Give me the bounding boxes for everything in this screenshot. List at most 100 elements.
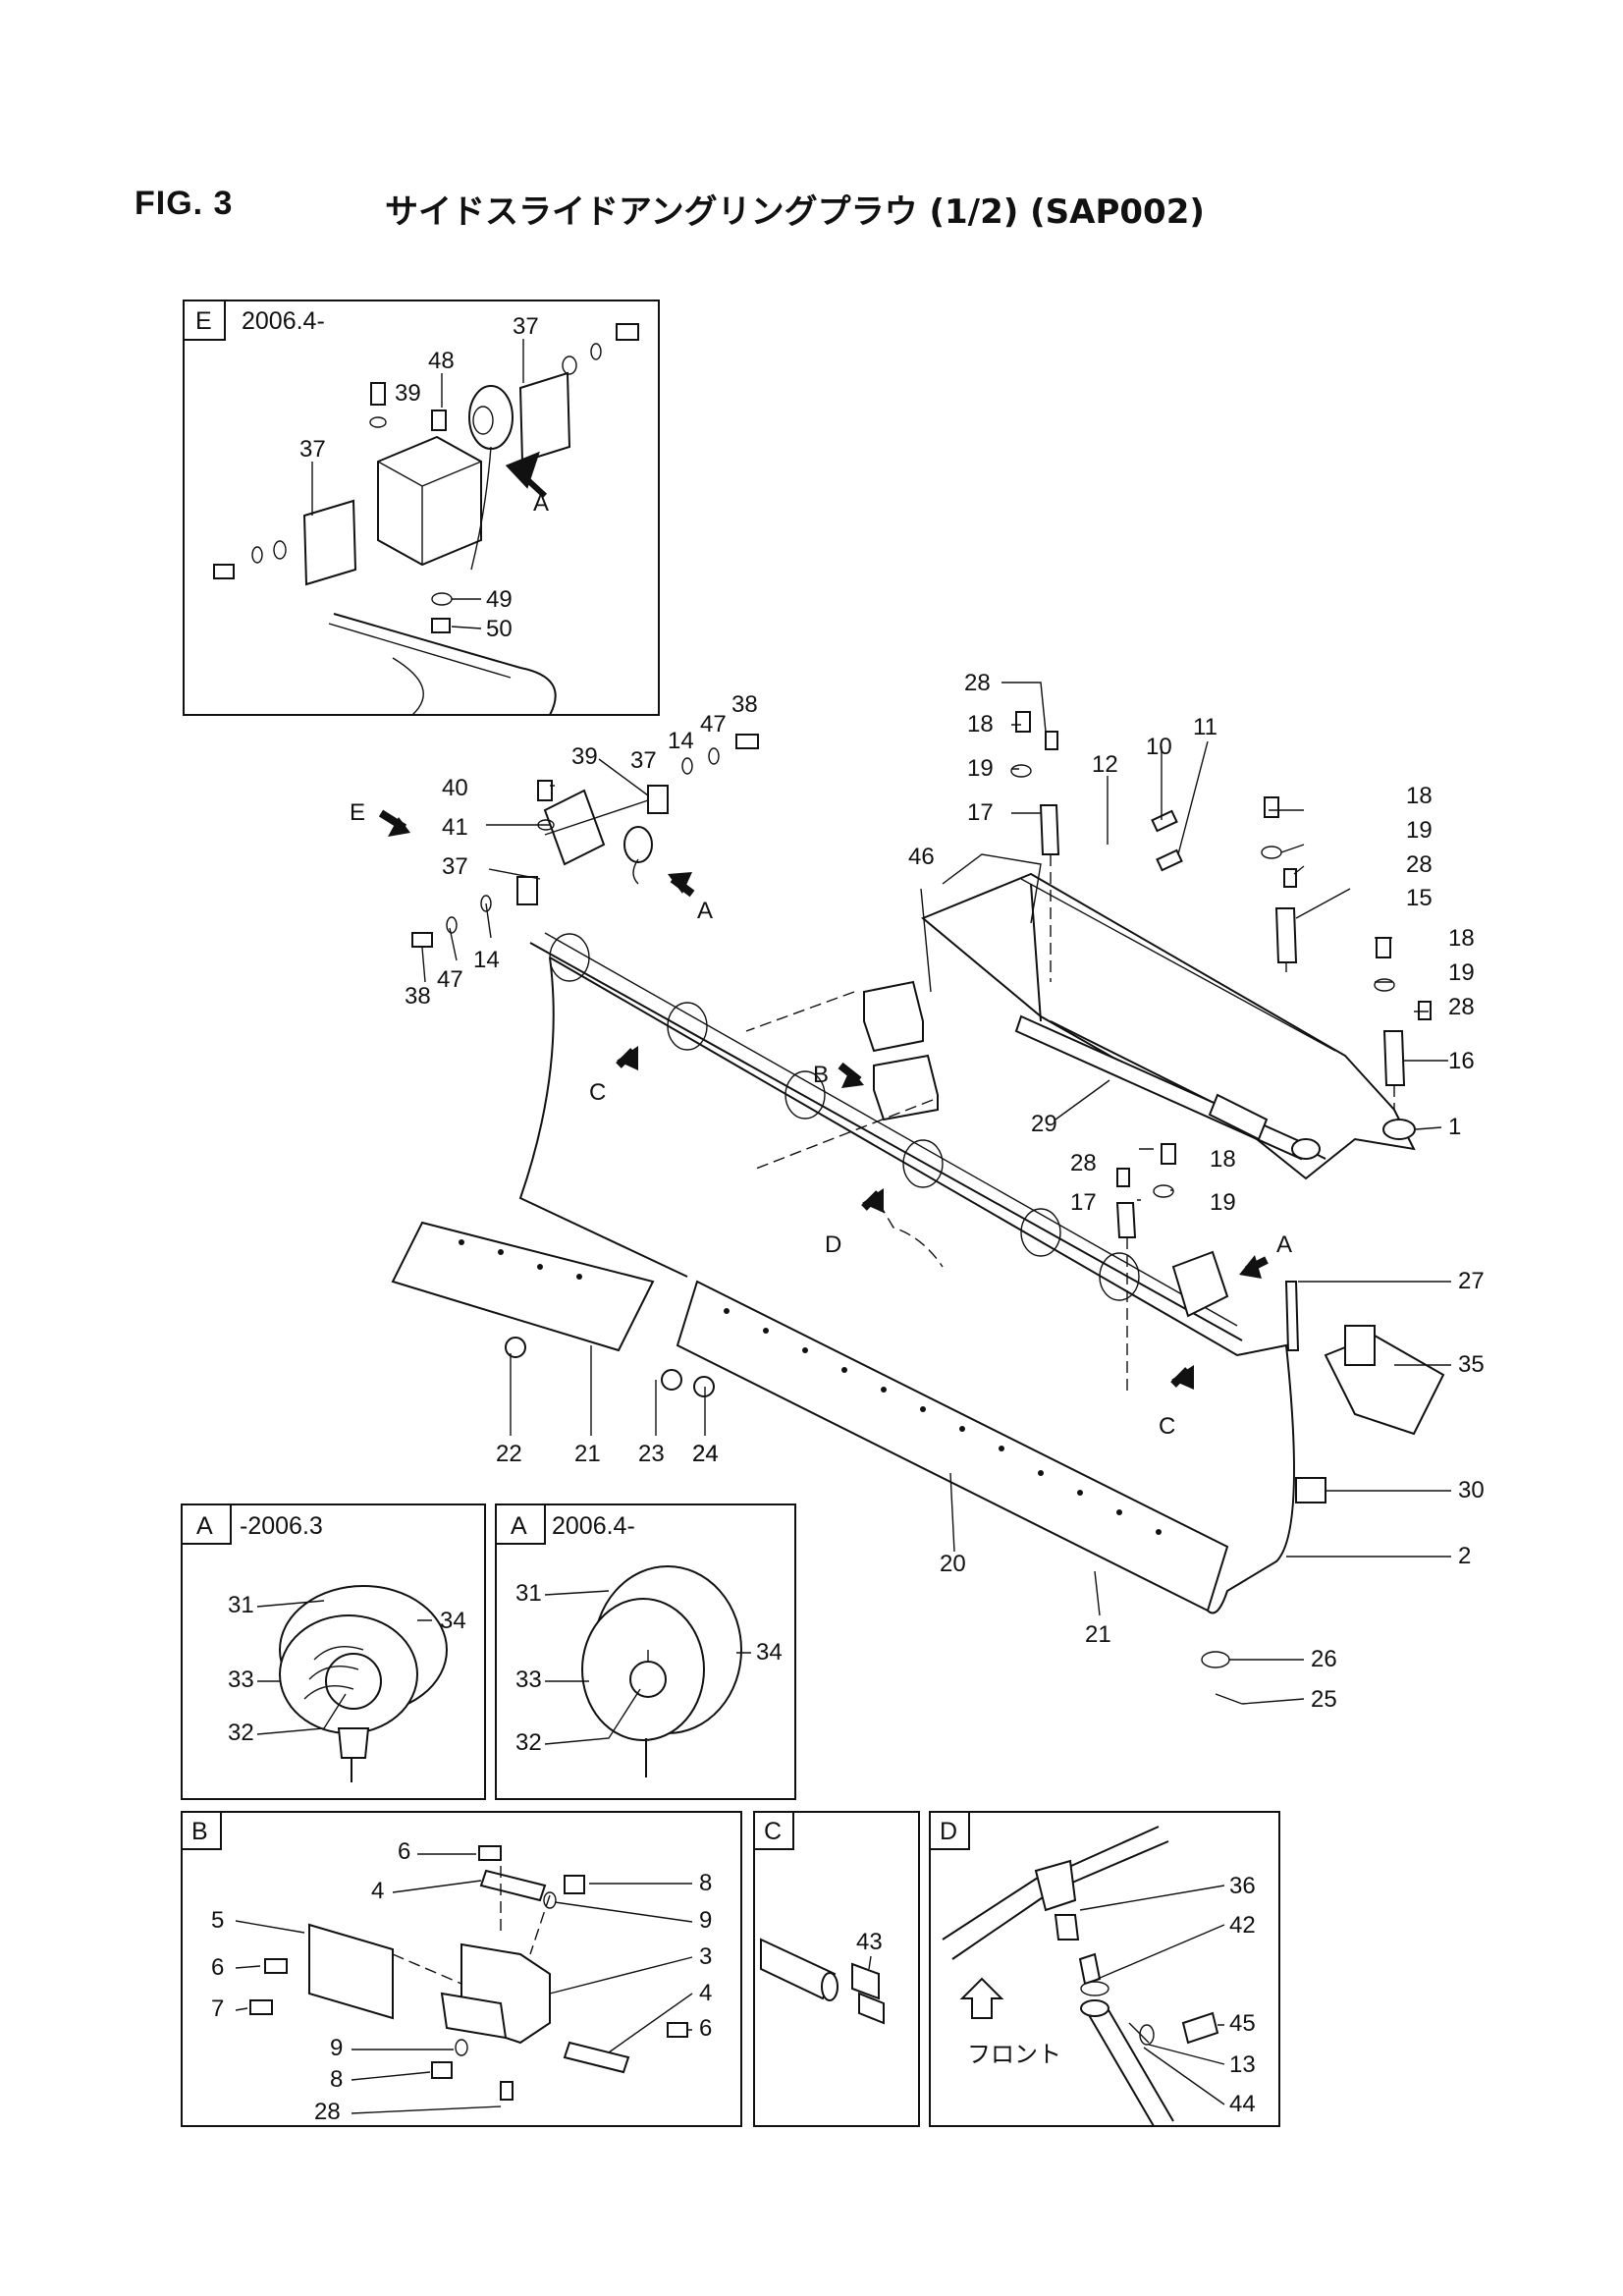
svg-text:40: 40 bbox=[442, 775, 468, 801]
guide-46 bbox=[863, 980, 924, 1053]
pipe bbox=[760, 1938, 837, 2000]
page-header: FIG. 3 サイドスライドアングリングプラウ (1/2) (SAP002) bbox=[0, 185, 1623, 234]
fitting-36 bbox=[1078, 1952, 1102, 1986]
callouts-main: 28 18 19 17 12 10 11 46 18 19 28 15 18 1… bbox=[405, 670, 1485, 1713]
inset-a-old-frame bbox=[181, 1503, 486, 1800]
svg-text:36: 36 bbox=[1229, 1873, 1256, 1899]
strip-4 bbox=[479, 1869, 547, 1902]
inset-e-tag: E bbox=[195, 307, 212, 335]
inset-a-old-date: -2006.3 bbox=[240, 1512, 323, 1540]
svg-text:6: 6 bbox=[699, 2015, 712, 2042]
view-arrow-c: C bbox=[589, 1079, 606, 1106]
inset-d: D フロント 36 42 45 13 44 bbox=[929, 1811, 1280, 2127]
bolt-icon bbox=[616, 323, 639, 341]
svg-text:15: 15 bbox=[1406, 885, 1433, 911]
svg-text:28: 28 bbox=[1070, 1150, 1097, 1176]
svg-text:38: 38 bbox=[405, 983, 431, 1010]
pin-27 bbox=[1284, 1281, 1300, 1351]
bolt-icon bbox=[213, 564, 235, 579]
svg-text:4: 4 bbox=[699, 1980, 712, 2006]
svg-text:8: 8 bbox=[330, 2066, 343, 2093]
svg-text:37: 37 bbox=[630, 747, 657, 774]
svg-text:19: 19 bbox=[967, 755, 994, 782]
callout-49: 49 bbox=[486, 586, 513, 613]
svg-text:43: 43 bbox=[856, 1929, 883, 1955]
inset-b-frame bbox=[181, 1811, 742, 2127]
inset-d-tag: D bbox=[940, 1818, 957, 1845]
svg-text:19: 19 bbox=[1210, 1189, 1236, 1216]
inset-e-blade bbox=[333, 613, 557, 716]
angling-frame bbox=[921, 872, 1416, 1180]
grease-nipple-43 bbox=[858, 1992, 885, 2025]
mount-bracket-35 bbox=[1324, 1334, 1445, 1436]
figure-title: サイドスライドアングリングプラウ (1/2) (SAP002) bbox=[385, 192, 1205, 232]
cutting-edge-21 bbox=[391, 1221, 655, 1352]
svg-text:33: 33 bbox=[228, 1667, 254, 1693]
callout-39: 39 bbox=[395, 380, 421, 407]
svg-text:9: 9 bbox=[699, 1907, 712, 1934]
svg-text:5: 5 bbox=[211, 1907, 224, 1934]
svg-text:21: 21 bbox=[574, 1441, 601, 1467]
svg-text:39: 39 bbox=[571, 743, 598, 770]
svg-text:10: 10 bbox=[1146, 734, 1172, 760]
lamp-bracket-39 bbox=[543, 789, 606, 866]
inset-e: E 2006.4- A 48 39 37 37 49 bbox=[183, 300, 660, 716]
svg-text:31: 31 bbox=[228, 1592, 254, 1618]
svg-text:12: 12 bbox=[1092, 751, 1118, 778]
svg-text:24: 24 bbox=[692, 1441, 719, 1467]
view-arrow-c: C bbox=[1159, 1413, 1175, 1440]
hardware-small bbox=[411, 711, 1432, 1705]
svg-text:2: 2 bbox=[1458, 1543, 1471, 1569]
svg-text:28: 28 bbox=[1448, 994, 1475, 1020]
view-arrow-a: A bbox=[1276, 1231, 1292, 1258]
inset-a-new-frame bbox=[495, 1503, 796, 1800]
front-label: フロント bbox=[967, 2042, 1061, 2068]
cutting-edge-20 bbox=[676, 1280, 1229, 1613]
svg-text:9: 9 bbox=[330, 2035, 343, 2061]
view-arrows-main: E A B C D A C bbox=[350, 799, 1292, 1440]
inset-c-tag: C bbox=[764, 1818, 782, 1845]
inset-a-new: A 2006.4- 31 34 33 32 bbox=[495, 1503, 796, 1800]
pin-15 bbox=[1274, 907, 1298, 963]
svg-text:18: 18 bbox=[1406, 783, 1433, 809]
view-arrow-label: A bbox=[533, 490, 549, 517]
inset-b-tag: B bbox=[191, 1818, 208, 1845]
callout-50: 50 bbox=[486, 616, 513, 642]
tee-fitting bbox=[1034, 1859, 1077, 1912]
svg-text:27: 27 bbox=[1458, 1268, 1485, 1294]
svg-text:20: 20 bbox=[940, 1551, 966, 1577]
svg-text:18: 18 bbox=[1448, 925, 1475, 952]
svg-text:29: 29 bbox=[1031, 1111, 1057, 1137]
svg-text:18: 18 bbox=[967, 711, 994, 738]
svg-text:22: 22 bbox=[496, 1441, 522, 1467]
svg-text:19: 19 bbox=[1406, 817, 1433, 844]
svg-text:21: 21 bbox=[1085, 1621, 1111, 1648]
callout-leaders bbox=[421, 682, 1451, 1705]
inset-a-new-date: 2006.4- bbox=[552, 1512, 635, 1540]
svg-text:47: 47 bbox=[437, 966, 463, 993]
inset-a-old: A -2006.3 31 34 33 32 bbox=[181, 1503, 486, 1800]
plow-blade bbox=[549, 957, 1295, 1614]
svg-text:25: 25 bbox=[1311, 1686, 1337, 1713]
svg-text:28: 28 bbox=[1406, 851, 1433, 878]
svg-text:30: 30 bbox=[1458, 1477, 1485, 1503]
inset-c: C 43 bbox=[753, 1811, 920, 2127]
main-assembly: E A B C D A C 28 18 19 17 12 10 11 46 18 bbox=[350, 670, 1485, 1713]
callout-37: 37 bbox=[513, 313, 539, 340]
svg-text:6: 6 bbox=[211, 1954, 224, 1981]
svg-text:3: 3 bbox=[699, 1943, 712, 1970]
svg-text:1: 1 bbox=[1448, 1114, 1461, 1140]
figure-number: FIG. 3 bbox=[135, 185, 234, 222]
plate-5 bbox=[308, 1923, 394, 2020]
svg-text:28: 28 bbox=[314, 2099, 341, 2125]
svg-text:38: 38 bbox=[731, 691, 758, 718]
inset-e-date: 2006.4- bbox=[242, 307, 325, 335]
svg-text:37: 37 bbox=[442, 853, 468, 880]
svg-text:16: 16 bbox=[1448, 1048, 1475, 1074]
blade-lamp bbox=[1171, 1250, 1229, 1318]
bolt-icon bbox=[431, 410, 447, 431]
svg-text:34: 34 bbox=[440, 1608, 466, 1634]
svg-text:41: 41 bbox=[442, 814, 468, 841]
view-arrow-d: D bbox=[825, 1231, 841, 1258]
svg-text:11: 11 bbox=[1193, 714, 1217, 740]
